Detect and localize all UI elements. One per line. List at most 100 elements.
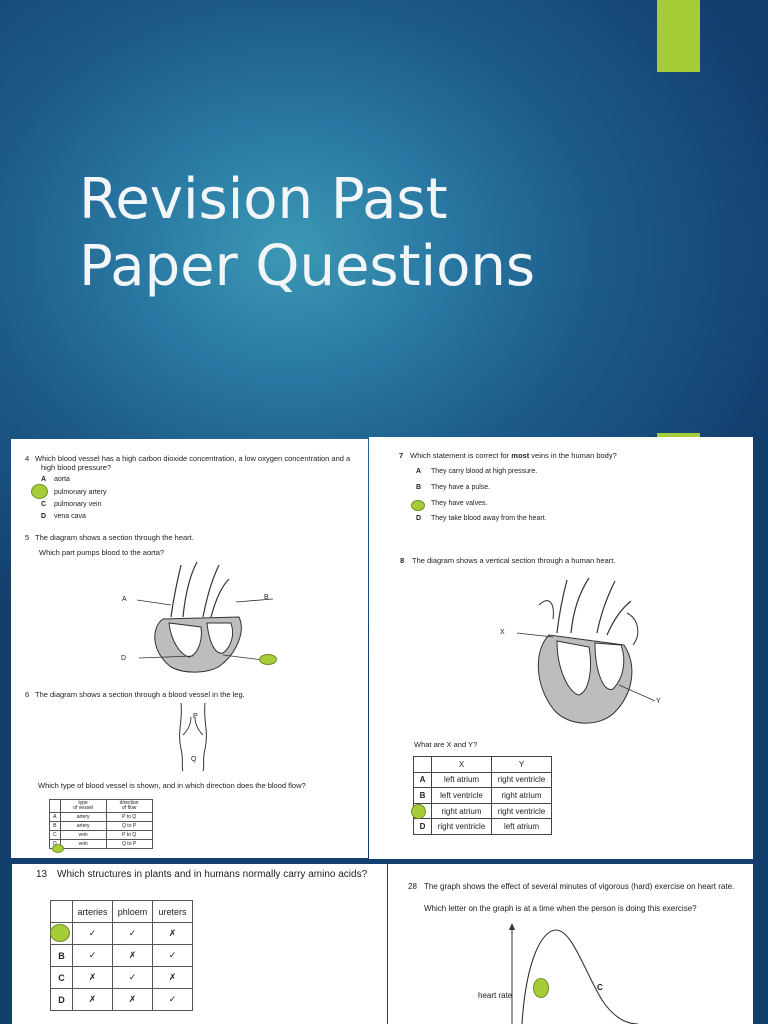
- q6-table-cell: A: [49, 812, 61, 822]
- q6-table-row: C vein P to Q: [49, 830, 153, 840]
- q6-label-p: P: [193, 713, 198, 720]
- q28-text: The graph shows the effect of several mi…: [424, 882, 735, 891]
- q6-answer-highlight: [52, 844, 64, 853]
- q6-table-cell: B: [49, 821, 61, 831]
- q6-table-row: A artery P to Q: [49, 812, 153, 822]
- q13-table-cell: ✓: [112, 966, 153, 989]
- q5-label-b: B: [264, 594, 269, 601]
- q8-table-header: Y: [491, 756, 552, 773]
- q13-table-cell: ✓: [112, 922, 153, 945]
- q13-table-header: phloem: [112, 900, 153, 923]
- q8-table-cell: D: [413, 818, 432, 835]
- q7-option-d-text: They take blood away from the heart.: [431, 515, 547, 522]
- slide-title-line-2: Paper Questions: [79, 234, 536, 299]
- q8-table-cell: A: [413, 771, 432, 789]
- q13-number: 13: [36, 869, 48, 880]
- q7-option-d-letter: D: [416, 515, 422, 522]
- q5-label-d: D: [121, 655, 127, 662]
- q8-table-row: D right ventricle left atrium: [413, 818, 552, 835]
- q5-number: 5: [25, 533, 30, 542]
- q8-number: 8: [400, 556, 405, 565]
- q8-table-cell: right ventricle: [491, 771, 552, 789]
- heart-diagram-q5: [136, 561, 274, 673]
- q4-option-b-text: pulmonary artery: [54, 489, 107, 496]
- q6-table-cell: artery: [59, 821, 107, 831]
- question-panel-13: 13 Which structures in plants and in hum…: [12, 864, 387, 1024]
- q13-table-cell: ✓: [72, 922, 113, 945]
- q5-answer-highlight: [259, 654, 277, 665]
- q13-table-cell: ✗: [152, 966, 193, 989]
- q13-answer-highlight: [50, 924, 70, 942]
- q8-table-cell: B: [413, 787, 432, 804]
- q6-table-cell: P to Q: [105, 812, 153, 822]
- q4-option-d-text: vena cava: [54, 513, 86, 520]
- q6-table-row: B artery Q to P: [49, 821, 153, 831]
- q8-table-cell: right atrium: [491, 787, 552, 804]
- q13-table-row: D ✗ ✗ ✓: [50, 988, 193, 1011]
- q28-y-axis-label: heart rate: [478, 991, 513, 1000]
- q13-table-header-row: arteries phloem ureters: [50, 900, 193, 923]
- q7-option-c-text: They have valves.: [431, 500, 488, 507]
- q8-table-header: X: [431, 756, 492, 773]
- q6-text: The diagram shows a section through a bl…: [35, 690, 245, 699]
- q7-number: 7: [399, 451, 404, 460]
- q28-subquestion: Which letter on the graph is at a time w…: [424, 904, 697, 913]
- q4-text-line-2: high blood pressure?: [41, 463, 112, 472]
- q28-answer-highlight: [533, 978, 549, 998]
- q13-table-cell: ✓: [152, 988, 193, 1011]
- q6-table-header-row: type of vessel direction of flow: [49, 799, 153, 813]
- q6-table-cell: vein: [59, 839, 107, 849]
- q8-table-cell: right atrium: [431, 802, 492, 820]
- q8-table-row: B left ventricle right atrium: [413, 787, 552, 804]
- q8-table-cell: left atrium: [491, 818, 552, 835]
- q13-table-cell: C: [50, 966, 73, 989]
- q6-table-cell: artery: [59, 812, 107, 822]
- q7-text-pre: Which statement is correct for: [410, 451, 512, 460]
- q6-table-cell: P to Q: [105, 830, 153, 840]
- q4-option-c-letter: C: [41, 501, 47, 508]
- q6-answer-table: type of vessel direction of flow A arter…: [49, 799, 153, 849]
- q13-table-cell: ✗: [112, 988, 153, 1011]
- q6-table-cell: C: [49, 830, 61, 840]
- q4-option-c-text: pulmonary vein: [54, 501, 102, 508]
- q8-answer-highlight: [411, 804, 426, 819]
- q6-table-row: D vein Q to P: [49, 839, 153, 849]
- q13-table-row: C ✗ ✓ ✗: [50, 966, 193, 989]
- q7-option-a-text: They carry blood at high pressure.: [431, 468, 538, 475]
- q6-table-cell: vein: [59, 830, 107, 840]
- q7-answer-highlight: [411, 500, 425, 511]
- q5-text: The diagram shows a section through the …: [35, 533, 194, 542]
- q4-text-line-1: Which blood vessel has a high carbon dio…: [35, 454, 351, 463]
- blood-vessel-diagram-q6: [179, 702, 207, 772]
- q4-answer-highlight: [31, 484, 48, 499]
- q6-subquestion: Which type of blood vessel is shown, and…: [38, 781, 306, 790]
- q13-answer-table: arteries phloem ureters A ✓ ✓ ✗ B ✓ ✗ ✓ …: [50, 900, 193, 1011]
- q7-text: Which statement is correct for most vein…: [410, 451, 617, 460]
- q13-table-header: [50, 900, 73, 923]
- q6-table-cell: Q to P: [105, 839, 153, 849]
- q8-table-row: A left atrium right ventricle: [413, 771, 552, 789]
- heart-rate-graph: [509, 923, 639, 1024]
- q6-table-header: type of vessel: [59, 799, 107, 813]
- slide-title-line-1: Revision Past: [79, 167, 448, 232]
- q7-text-post: veins in the human body?: [529, 451, 617, 460]
- q8-answer-table: X Y A left atrium right ventricle B left…: [413, 756, 552, 835]
- accent-bar-top: [657, 0, 700, 72]
- q8-label-x: X: [500, 629, 505, 636]
- q13-table-row: B ✓ ✗ ✓: [50, 944, 193, 967]
- q8-table-header-row: X Y: [413, 756, 552, 773]
- q13-table-cell: D: [50, 988, 73, 1011]
- q13-table-header: ureters: [152, 900, 193, 923]
- q13-table-cell: B: [50, 944, 73, 967]
- q8-table-header: [413, 756, 432, 773]
- q13-table-cell: ✓: [72, 944, 113, 967]
- q13-table-cell: ✗: [72, 966, 113, 989]
- q7-option-b-letter: B: [416, 484, 422, 491]
- q28-number: 28: [408, 882, 417, 891]
- q8-table-cell: left atrium: [431, 771, 492, 789]
- question-panel-7-8: 7 Which statement is correct for most ve…: [369, 437, 753, 859]
- q13-text: Which structures in plants and in humans…: [57, 869, 368, 880]
- question-panel-28: 28 The graph shows the effect of several…: [388, 864, 753, 1024]
- q13-table-cell: ✓: [152, 944, 193, 967]
- q8-table-row: C right atrium right ventricle: [413, 802, 552, 820]
